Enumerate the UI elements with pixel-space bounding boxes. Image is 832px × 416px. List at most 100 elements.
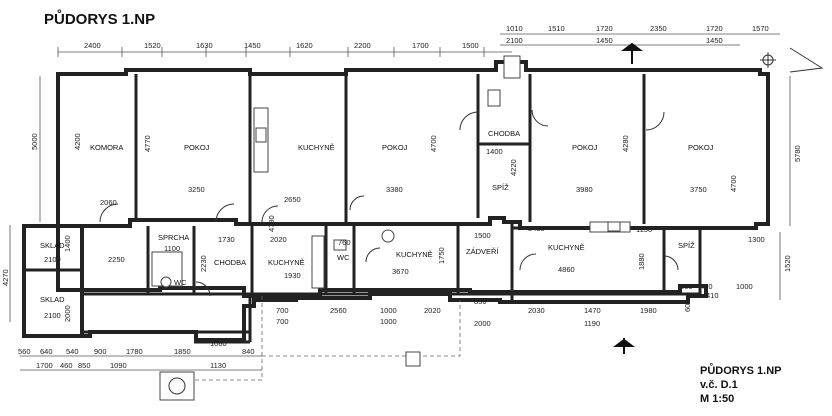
dim-b1-2: 540 xyxy=(66,347,79,356)
room-wc-2: WC xyxy=(337,253,350,262)
dim-top-1: 1520 xyxy=(144,41,161,50)
dim-sklad2-h: 2000 xyxy=(63,305,72,322)
dim-b1-5: 1850 xyxy=(174,347,191,356)
room-chodba-2: CHODBA xyxy=(214,258,246,267)
dim-pokoj2-h: 4700 xyxy=(429,135,438,152)
dim-top-6: 1700 xyxy=(412,41,429,50)
dim-b1-1: 640 xyxy=(40,347,53,356)
dim-b1-4: 1780 xyxy=(126,347,143,356)
inspection-chamber xyxy=(405,351,421,367)
dim-pokoj1-w: 3250 xyxy=(188,185,205,194)
room-pokoj-1: POKOJ xyxy=(184,143,210,152)
sink-1 xyxy=(255,127,267,143)
dim-mid-12: 1190 xyxy=(584,319,600,328)
dim-kuch2-w: 1930 xyxy=(284,271,301,280)
dim-mid-1: 3430 xyxy=(528,224,545,233)
dim-top-5: 2200 xyxy=(354,41,371,50)
manhole xyxy=(159,371,195,401)
dim-tr-3: 2350 xyxy=(650,24,667,33)
dim-b2-3: 1090 xyxy=(110,361,127,370)
dim-wc2-w: 760 xyxy=(338,238,351,247)
room-pokoj-3: POKOJ xyxy=(572,143,598,152)
dim-b1-3: 900 xyxy=(94,347,107,356)
drainage xyxy=(159,296,461,401)
left-dimension-line: 5000 4270 xyxy=(1,76,41,322)
dim-trl-0: 2100 xyxy=(506,36,523,45)
entrance-marker xyxy=(760,47,824,73)
dim-tr-2: 1720 xyxy=(596,24,613,33)
dim-mid-0: 2250 xyxy=(108,255,125,264)
dim-chodba1-w: 1400 xyxy=(486,147,503,156)
dim-mid-16: 410 xyxy=(706,291,719,300)
dim-sprcha-w: 1100 xyxy=(164,244,180,253)
misc-dimensions: 2250 3430 700 700 2560 1000 2020 850 200… xyxy=(108,224,753,328)
dim-b2-2: 850 xyxy=(78,361,91,370)
sink-4 xyxy=(607,221,621,232)
dim-trl-2: 1450 xyxy=(706,36,723,45)
dim-kuch1-h: 4790 xyxy=(267,215,276,232)
dim-kuch1-w: 2650 xyxy=(284,195,301,204)
top-right-dimension-lines: 1010 1510 1720 2350 1720 1570 2100 1450 … xyxy=(500,24,780,46)
dim-b1-7: 1080 xyxy=(210,339,227,348)
dim-chodba2-h: 2230 xyxy=(199,255,208,272)
dim-kuch3-h: 1750 xyxy=(437,247,446,264)
dim-pokoj3-h: 4280 xyxy=(621,135,630,152)
partitions-lower xyxy=(24,222,702,344)
dim-chodba2-w: 1730 xyxy=(218,235,235,244)
dim-mid-17: 1000 xyxy=(736,282,753,291)
dim-mid-15: 460 xyxy=(700,282,713,291)
dim-mid-3: 700 xyxy=(276,317,289,326)
dim-tr-4: 1720 xyxy=(706,24,723,33)
dim-left-1: 4270 xyxy=(1,269,10,286)
dim-mid-18: 600 xyxy=(683,299,692,312)
dim-b2-1: 460 xyxy=(60,361,73,370)
dim-tr-0: 1010 xyxy=(506,24,523,33)
dim-top-0: 2400 xyxy=(84,41,101,50)
dim-chodba1-h: 4220 xyxy=(509,159,518,176)
dim-mid-9: 1000 xyxy=(380,317,397,326)
toilet-wc2 xyxy=(333,239,347,251)
dim-tr-5: 1570 xyxy=(752,24,769,33)
dim-komora-w: 2060 xyxy=(100,198,117,207)
dim-kuch4-h: 1880 xyxy=(637,253,646,270)
dim-sklad2-w: 2100 xyxy=(44,311,61,320)
room-dimensions: 2060 4200 3250 4770 2650 4790 3380 4700 … xyxy=(44,133,738,322)
kitchen-counter-2 xyxy=(311,235,325,289)
dim-b2-0: 1700 xyxy=(36,361,53,370)
title-block-line2: v.č. D.1 xyxy=(700,379,738,391)
dim-top-2: 1630 xyxy=(196,41,213,50)
title-block: PŮDORYS 1.NP v.č. D.1 M 1:50 xyxy=(700,363,782,405)
dim-komora-h: 4200 xyxy=(73,133,82,150)
dim-pokoj4-h: 4700 xyxy=(729,175,738,192)
stair xyxy=(503,55,521,79)
dim-right-0: 5780 xyxy=(793,145,802,162)
door-swings xyxy=(99,109,679,297)
dim-mid-11: 1470 xyxy=(584,306,601,315)
room-kuchyne-2: KUCHYNĚ xyxy=(268,258,305,267)
dim-mid-7: 850 xyxy=(474,297,487,306)
room-chodba-1: CHODBA xyxy=(488,129,520,138)
dim-pokoj2-w: 3380 xyxy=(386,185,403,194)
dim-kuch2-h: 2020 xyxy=(270,235,287,244)
dim-mid-13: 1980 xyxy=(640,306,657,315)
room-kuchyne-4: KUCHYNĚ xyxy=(548,243,585,252)
dim-mid-2: 700 xyxy=(276,306,289,315)
dim-left-0: 5000 xyxy=(30,133,39,150)
room-pokoj-4: POKOJ xyxy=(688,143,714,152)
dim-top-3: 1450 xyxy=(244,41,261,50)
room-kuchyne-1: KUCHYNĚ xyxy=(298,143,335,152)
room-sklad-1: SKLAD xyxy=(40,241,65,250)
plan-title: PŮDORYS 1.NP xyxy=(44,9,155,28)
dim-sklad1-w: 2100 xyxy=(44,255,61,264)
room-pokoj-2: POKOJ xyxy=(382,143,408,152)
right-dimension-line: 5780 1300 1520 xyxy=(748,76,802,300)
room-sprcha: SPRCHA xyxy=(158,233,189,242)
room-zadveri: ZÁDVEŘÍ xyxy=(466,247,499,256)
dim-mid-6: 2020 xyxy=(424,306,441,315)
room-spiz-1: SPÍŽ xyxy=(492,183,509,192)
room-labels: KOMORA POKOJ KUCHYNĚ POKOJ CHODBA SPÍŽ P… xyxy=(40,129,714,304)
dim-sklad1-h: 1400 xyxy=(63,235,72,252)
dim-tr-1: 1510 xyxy=(548,24,565,33)
toilet-wc1 xyxy=(160,276,172,288)
